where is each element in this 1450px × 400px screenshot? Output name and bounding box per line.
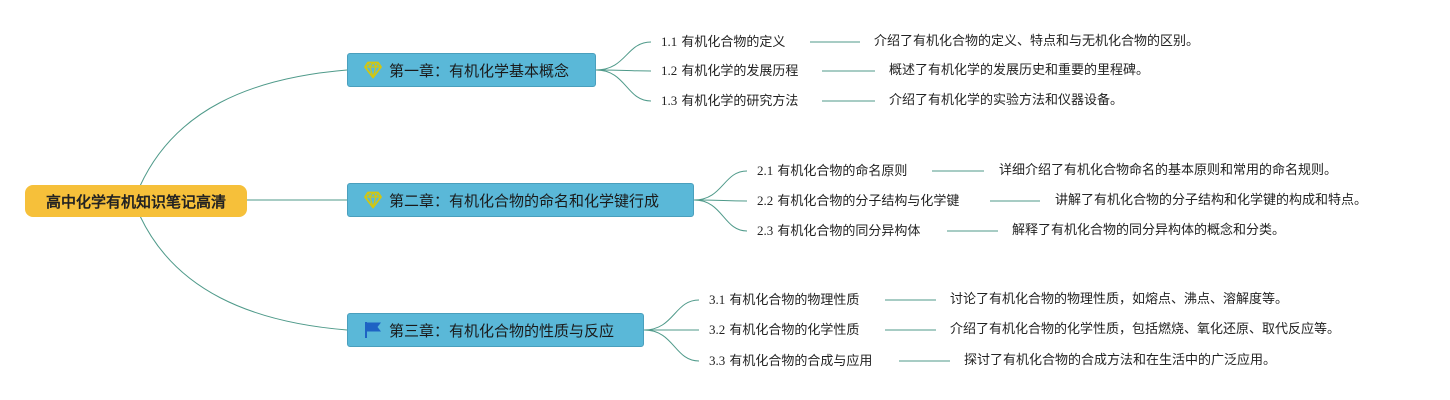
section-3-2[interactable]: 3.2 有机化合物的化学性质 xyxy=(709,322,859,339)
section-title: 有机化学的发展历程 xyxy=(681,64,799,79)
section-1-2-description: 概述了有机化学的发展历史和重要的里程碑。 xyxy=(889,63,1150,78)
section-2-1[interactable]: 2.1 有机化合物的命名原则 xyxy=(757,163,907,180)
section-number: 3.2 xyxy=(709,322,726,337)
section-connector xyxy=(595,69,652,102)
chapter-3-title: 第三章：有机化合物的性质与反应 xyxy=(389,321,615,340)
section-2-3[interactable]: 2.3 有机化合物的同分异构体 xyxy=(757,223,920,240)
section-1-3-description: 介绍了有机化学的实验方法和仪器设备。 xyxy=(889,93,1124,108)
chapter-3-node[interactable]: 第三章：有机化合物的性质与反应 xyxy=(347,313,644,347)
section-2-2[interactable]: 2.2 有机化合物的分子结构与化学键 xyxy=(757,193,959,210)
diamond-icon xyxy=(362,190,384,210)
section-title: 有机化合物的分子结构与化学键 xyxy=(777,194,960,209)
section-connector xyxy=(643,299,700,331)
section-number: 2.3 xyxy=(757,223,774,238)
root-topic[interactable]: 高中化学有机知识笔记高清 xyxy=(25,185,247,217)
section-3-1[interactable]: 3.1 有机化合物的物理性质 xyxy=(709,292,859,309)
section-1-1-description: 介绍了有机化合物的定义、特点和与无机化合物的区别。 xyxy=(874,34,1200,49)
section-connector xyxy=(693,170,748,201)
section-number: 2.2 xyxy=(757,193,774,208)
section-3-3[interactable]: 3.3 有机化合物的合成与应用 xyxy=(709,353,872,370)
chapter-1-title: 第一章：有机化学基本概念 xyxy=(389,61,570,80)
section-connector xyxy=(643,329,700,362)
chapter-1-node[interactable]: 第一章：有机化学基本概念 xyxy=(347,53,596,87)
section-1-2[interactable]: 1.2 有机化学的发展历程 xyxy=(661,63,798,80)
section-2-1-description: 详细介绍了有机化合物命名的基本原则和常用的命名规则。 xyxy=(999,163,1338,178)
section-1-1[interactable]: 1.1 有机化合物的定义 xyxy=(661,34,785,51)
section-title: 有机化合物的同分异构体 xyxy=(777,224,921,239)
section-title: 有机化学的研究方法 xyxy=(681,94,799,109)
root-connector xyxy=(139,215,348,331)
section-3-2-description: 介绍了有机化合物的化学性质，包括燃烧、氧化还原、取代反应等。 xyxy=(950,322,1341,337)
section-connector xyxy=(693,199,748,202)
chapter-2-title: 第二章：有机化合物的命名和化学键行成 xyxy=(389,191,660,210)
section-number: 3.1 xyxy=(709,292,726,307)
diamond-icon xyxy=(362,60,384,80)
section-title: 有机化合物的定义 xyxy=(681,35,786,50)
section-2-2-description: 讲解了有机化合物的分子结构和化学键的构成和特点。 xyxy=(1055,193,1368,208)
section-title: 有机化合物的物理性质 xyxy=(729,293,860,308)
section-1-3[interactable]: 1.3 有机化学的研究方法 xyxy=(661,93,798,110)
section-connector xyxy=(693,199,748,232)
section-connector xyxy=(595,69,652,72)
section-number: 2.1 xyxy=(757,163,774,178)
chapter-2-node[interactable]: 第二章：有机化合物的命名和化学键行成 xyxy=(347,183,694,217)
section-title: 有机化合物的合成与应用 xyxy=(729,354,873,369)
section-number: 1.1 xyxy=(661,34,678,49)
root-connector xyxy=(139,69,348,187)
section-title: 有机化合物的化学性质 xyxy=(729,323,860,338)
section-connector xyxy=(595,41,652,71)
section-3-1-description: 讨论了有机化合物的物理性质，如熔点、沸点、溶解度等。 xyxy=(950,292,1289,307)
section-number: 3.3 xyxy=(709,353,726,368)
section-3-3-description: 探讨了有机化合物的合成方法和在生活中的广泛应用。 xyxy=(964,353,1277,368)
section-title: 有机化合物的命名原则 xyxy=(777,164,908,179)
section-number: 1.3 xyxy=(661,93,678,108)
flag-icon xyxy=(362,320,384,340)
section-2-3-description: 解释了有机化合物的同分异构体的概念和分类。 xyxy=(1012,223,1286,238)
section-number: 1.2 xyxy=(661,63,678,78)
